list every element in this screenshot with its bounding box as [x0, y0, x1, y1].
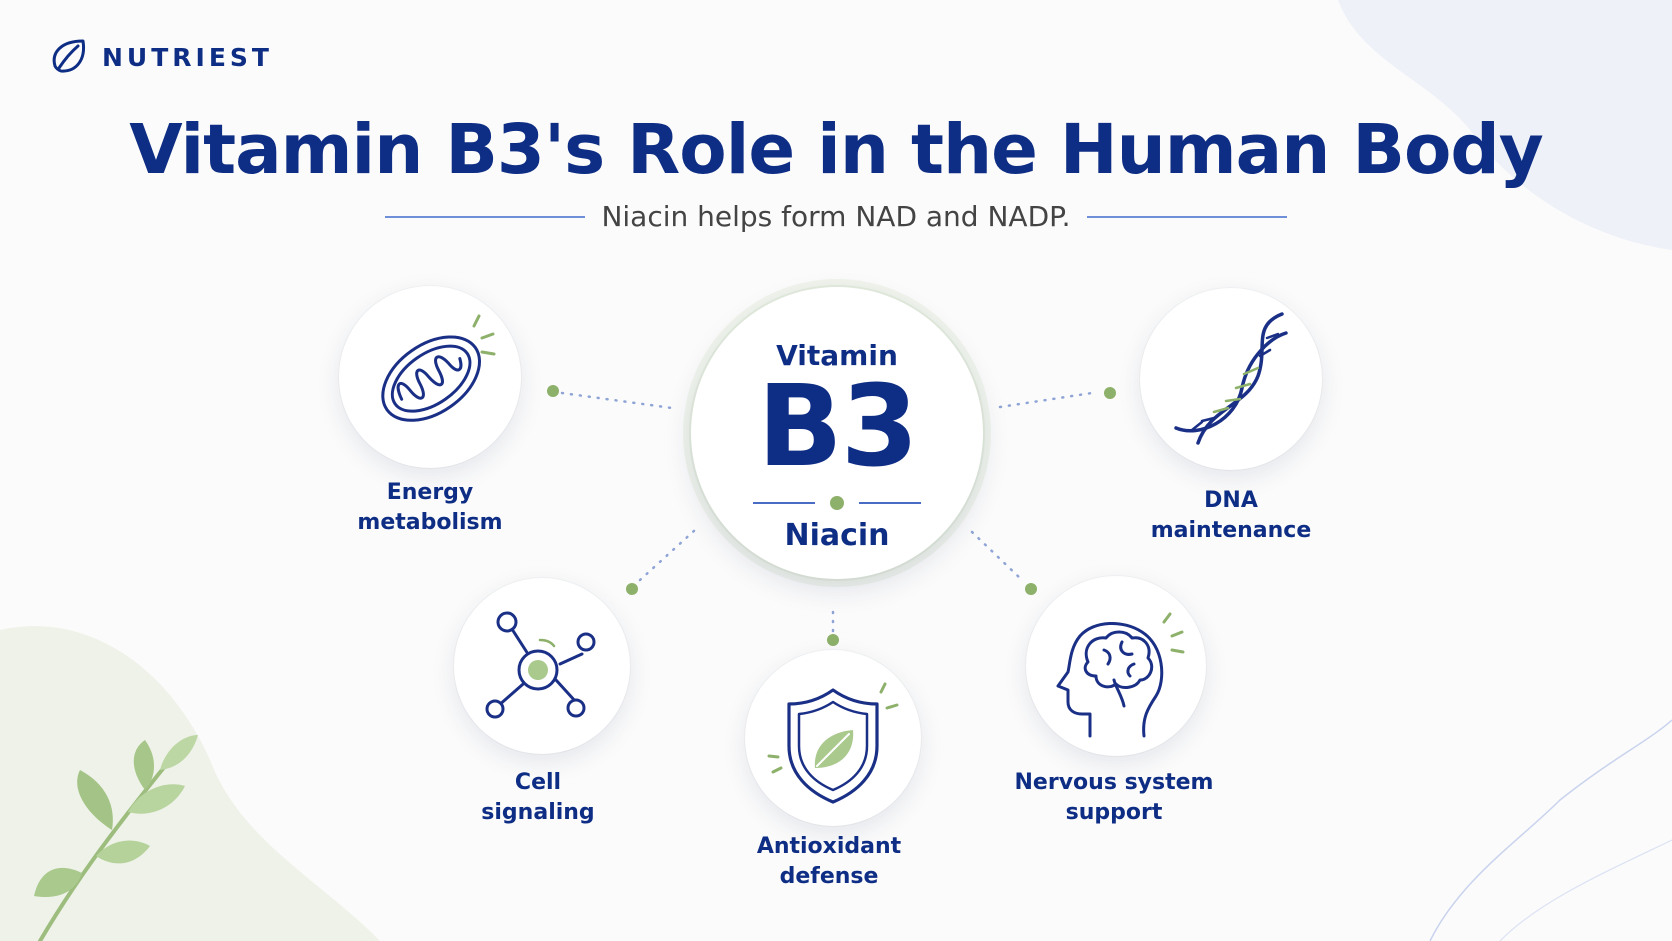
connector-dot-dna [1104, 387, 1116, 399]
role-label-line1: Antioxidant [756, 834, 902, 859]
mitochondrion-icon [381, 314, 496, 422]
connector-dot-nervous [1025, 583, 1037, 595]
role-label-line2: support [1065, 800, 1163, 825]
shield-leaf-icon [767, 682, 899, 804]
role-node-antioxidant [745, 650, 921, 826]
cell-network-icon [485, 611, 596, 719]
dna-icon [1174, 312, 1288, 445]
role-label-dna: DNA maintenance [1111, 486, 1351, 546]
role-label-line1: Energy [386, 480, 474, 505]
center-divider [753, 496, 921, 510]
brain-head-icon [1056, 612, 1185, 738]
connector-dot-energy [547, 385, 559, 397]
role-label-line1: Cell [514, 770, 562, 795]
role-label-line1: Nervous system [1014, 770, 1214, 795]
role-label-energy: Energy metabolism [310, 478, 550, 538]
subtitle-row: Niacin helps form NAD and NADP. [0, 200, 1672, 233]
role-label-line2: metabolism [357, 510, 503, 535]
subtitle: Niacin helps form NAD and NADP. [601, 200, 1071, 233]
plant-sprig [34, 735, 198, 941]
center-hub: Vitamin B3 Niacin [691, 287, 983, 579]
role-label-line2: defense [779, 864, 879, 889]
role-label-antioxidant: Antioxidant defense [709, 832, 949, 892]
leaf-icon [52, 39, 86, 73]
role-node-nervous [1026, 576, 1206, 756]
role-label-nervous: Nervous system support [994, 768, 1234, 828]
center-top-label: Vitamin [776, 339, 898, 372]
subtitle-rule-left [385, 215, 586, 218]
connector-dna [998, 391, 1094, 409]
role-node-energy [339, 286, 521, 468]
role-node-dna [1140, 288, 1322, 470]
connector-energy [560, 391, 674, 410]
connector-dot-antioxidant [827, 634, 839, 646]
role-node-cell [454, 578, 630, 754]
role-label-line2: maintenance [1150, 518, 1312, 543]
role-label-cell: Cell signaling [418, 768, 658, 828]
connector-cell [638, 528, 697, 582]
role-label-line2: signaling [481, 800, 595, 825]
subtitle-rule-right [1086, 215, 1287, 218]
page-title: Vitamin B3's Role in the Human Body [129, 110, 1543, 190]
brand: NUTRIEST [48, 36, 273, 78]
brand-name: NUTRIEST [102, 42, 273, 72]
connector-dot-cell [626, 583, 638, 595]
center-big-label: B3 [757, 362, 918, 492]
center-bottom-label: Niacin [784, 518, 890, 553]
role-label-line1: DNA [1204, 488, 1258, 513]
